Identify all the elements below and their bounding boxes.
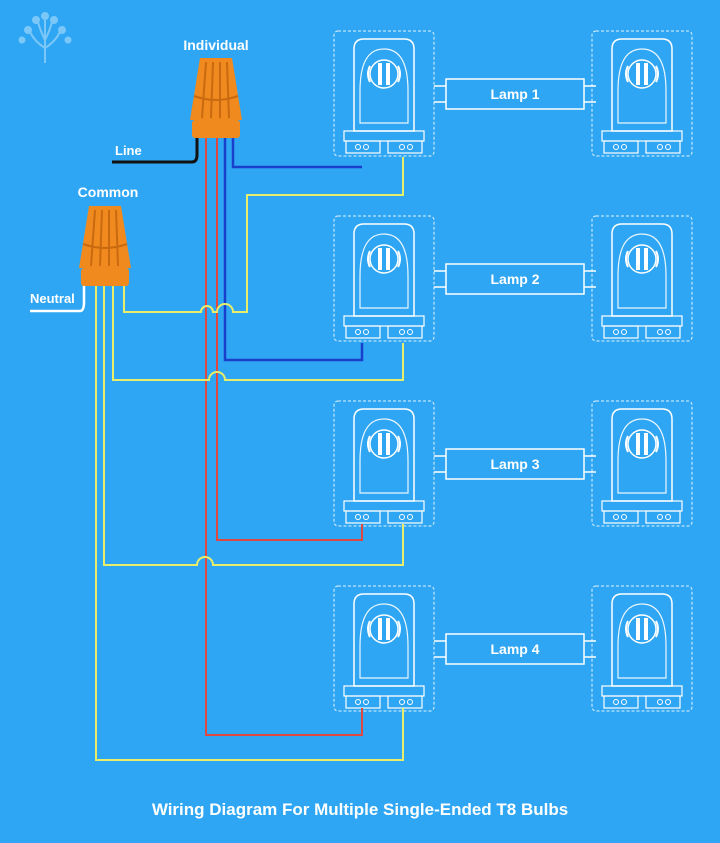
diagram-caption: Wiring Diagram For Multiple Single-Ended… — [151, 800, 569, 819]
neutral-wire-lamp-3 — [103, 284, 404, 566]
lampholder-right-1 — [591, 30, 693, 157]
neutral-wire-lamp-1 — [123, 157, 404, 313]
lamp-label-2: Lamp 2 — [490, 271, 539, 287]
line-label: Line — [115, 143, 142, 158]
lampholder-right-4 — [591, 585, 693, 712]
neutral-wire — [30, 284, 86, 313]
common-label: Common — [78, 184, 139, 200]
neutral-wire-lamp-4 — [95, 284, 404, 761]
lampholder-right-3 — [591, 400, 693, 527]
lampholder-left-4 — [333, 585, 435, 712]
lamp-tube-3 — [434, 448, 596, 480]
hot-wire-lamp-4 — [205, 134, 363, 736]
lamp-tube-1 — [434, 78, 596, 110]
lamp-label-3: Lamp 3 — [490, 456, 539, 472]
neutral-wire-lamp-2 — [112, 284, 404, 381]
line-wire — [112, 134, 199, 164]
hot-wire-lamp-1 — [231, 134, 362, 169]
lamp-tube-4 — [434, 633, 596, 665]
hot-wire-lamp-3 — [216, 134, 363, 541]
neutral-label: Neutral — [30, 291, 75, 306]
lamp-label-1: Lamp 1 — [490, 86, 539, 102]
brand-logo-icon — [18, 12, 72, 63]
individual-label: Individual — [183, 37, 248, 53]
hot-wire-lamp-2 — [223, 134, 364, 362]
lampholder-right-2 — [591, 215, 693, 342]
lampholder-left-3 — [333, 400, 435, 527]
lampholder-left-2 — [333, 215, 435, 342]
lamp-label-4: Lamp 4 — [490, 641, 539, 657]
lampholder-left-1 — [333, 30, 435, 157]
individual-wire-nut-icon — [189, 57, 243, 139]
lamp-tube-2 — [434, 263, 596, 295]
common-wire-nut-icon — [78, 205, 132, 287]
